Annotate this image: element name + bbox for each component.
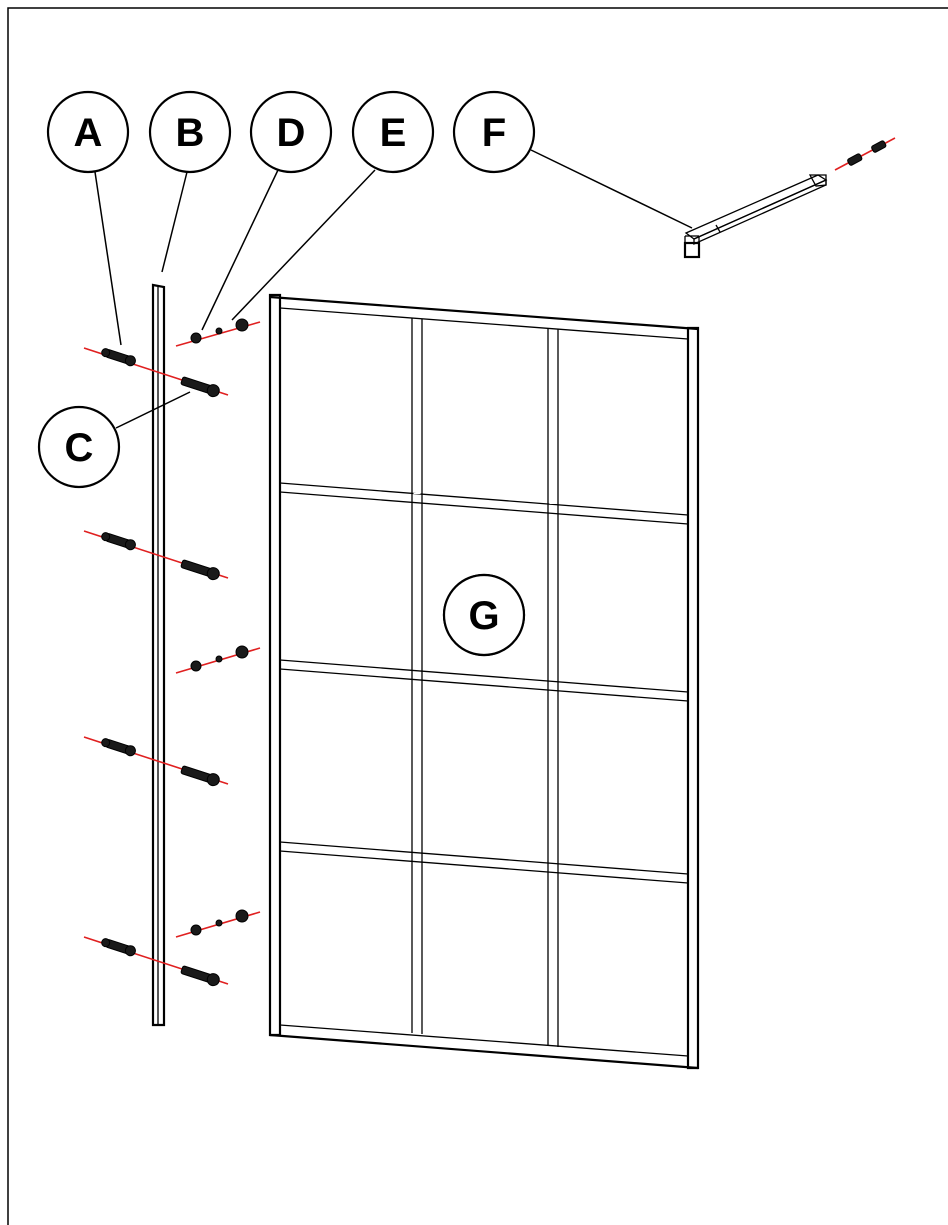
wall-plug — [101, 348, 136, 367]
svg-text:A: A — [74, 111, 103, 155]
alignment-axes — [83, 137, 896, 985]
fixing-set — [190, 909, 249, 936]
callout-d: D — [249, 90, 333, 174]
fixing-set — [847, 140, 887, 166]
page-border — [7, 7, 948, 1225]
screw — [180, 965, 220, 987]
vertical-mullions — [411, 318, 559, 1047]
glass-panel — [268, 293, 700, 1070]
wall-plug — [101, 938, 136, 957]
callout-b: B — [148, 90, 232, 174]
fixing-set — [190, 645, 249, 672]
nuts-and-washers — [190, 140, 887, 936]
axis-line — [834, 137, 896, 171]
wall-plugs — [101, 348, 136, 957]
svg-text:E: E — [380, 111, 407, 155]
leader-lines — [94, 149, 693, 429]
svg-text:B: B — [176, 111, 205, 155]
screw — [180, 765, 220, 787]
callout-f: F — [452, 90, 536, 174]
screws — [180, 376, 220, 987]
callout-g-overlay: G — [442, 573, 526, 657]
svg-text:C: C — [65, 426, 94, 470]
callout-c: C — [37, 405, 121, 489]
wall-plug — [101, 532, 136, 551]
callout-e: E — [351, 90, 435, 174]
svg-text:G: G — [468, 594, 499, 638]
svg-text:D: D — [277, 111, 306, 155]
wall-plug — [101, 738, 136, 757]
fixing-set — [190, 318, 249, 344]
horizontal-transoms — [279, 482, 689, 884]
screw — [180, 559, 220, 581]
support-bar — [683, 174, 828, 259]
screw — [180, 376, 220, 398]
mullion-breaks — [413, 493, 557, 504]
wall-profile — [151, 283, 166, 1027]
callout-a: A — [46, 90, 130, 174]
svg-text:F: F — [482, 111, 506, 155]
